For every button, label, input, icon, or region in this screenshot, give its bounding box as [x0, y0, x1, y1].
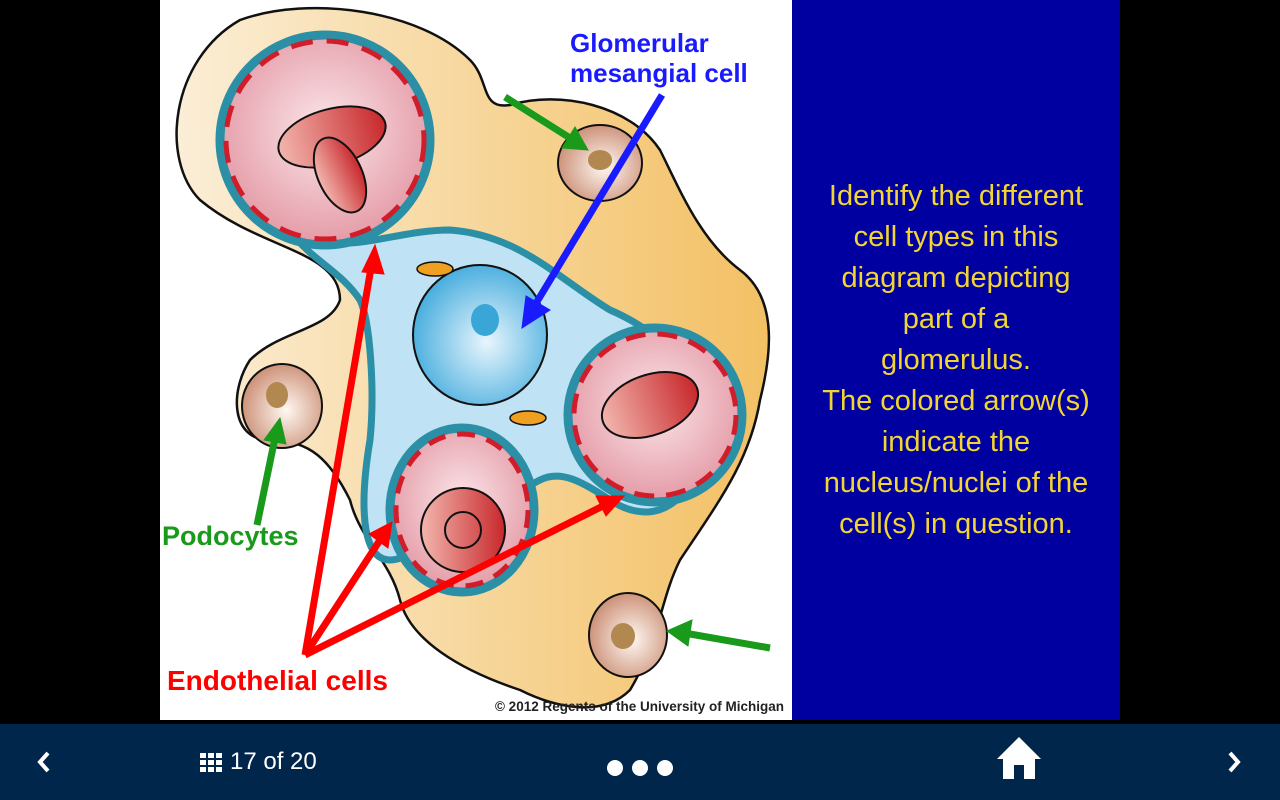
- question-line: cell types in this: [853, 221, 1059, 253]
- more-options-button[interactable]: [600, 754, 680, 782]
- capillary-right: [563, 323, 747, 507]
- glomerulus-diagram: Glomerular mesangial cell Podocytes Endo…: [160, 0, 792, 720]
- mesangial-cell-label: Glomerular mesangial cell: [570, 28, 748, 88]
- question-line: indicate the: [881, 426, 1031, 458]
- podocyte-nucleus-bottom: [588, 592, 668, 678]
- mesangial-nucleus: [412, 261, 548, 426]
- podocyte-arrows: [253, 94, 771, 652]
- home-icon: [997, 737, 1041, 779]
- question-panel: Identify the different cell types in thi…: [792, 0, 1120, 720]
- question-line: cell(s) in question.: [839, 508, 1073, 540]
- copyright-notice: © 2012 Regents of the University of Mich…: [494, 699, 784, 714]
- diagram-illustration: [175, 6, 771, 709]
- dot-icon: [607, 760, 623, 776]
- slide: Glomerular mesangial cell Podocytes Endo…: [160, 0, 1120, 720]
- podocyte-nucleus-left: [241, 363, 323, 449]
- capillary-bottom: [385, 423, 539, 597]
- slide-counter: 17 of 20: [230, 748, 317, 775]
- endothelial-cells-label: Endothelial cells: [167, 665, 388, 696]
- capillary-top-left: [215, 30, 435, 250]
- question-line: The colored arrow(s): [822, 385, 1090, 417]
- question-line: glomerulus.: [881, 344, 1031, 376]
- question-line: part of a: [902, 303, 1010, 335]
- question-line: Identify the different: [828, 180, 1084, 212]
- question-line: diagram depicting: [841, 262, 1071, 294]
- endothelial-arrows: [301, 243, 626, 659]
- dot-icon: [657, 760, 673, 776]
- question-line: nucleus/nuclei of the: [823, 467, 1089, 499]
- previous-slide-button[interactable]: [22, 740, 66, 784]
- chevron-right-icon: [1228, 751, 1241, 773]
- question-text: Identify the different cell types in thi…: [792, 176, 1120, 545]
- bottom-navigation-bar: 17 of 20: [0, 724, 1280, 800]
- mesangial-label-line2: mesangial cell: [570, 58, 748, 88]
- grid-icon: [200, 752, 222, 772]
- slide-index-button[interactable]: 17 of 20: [200, 742, 317, 782]
- chevron-left-icon: [37, 751, 50, 773]
- dot-icon: [632, 760, 648, 776]
- next-slide-button[interactable]: [1212, 740, 1256, 784]
- podocytes-label: Podocytes: [162, 521, 299, 551]
- mesangial-label-line1: Glomerular: [570, 28, 709, 58]
- home-button[interactable]: [990, 732, 1048, 784]
- mesangial-arrow: [521, 93, 665, 329]
